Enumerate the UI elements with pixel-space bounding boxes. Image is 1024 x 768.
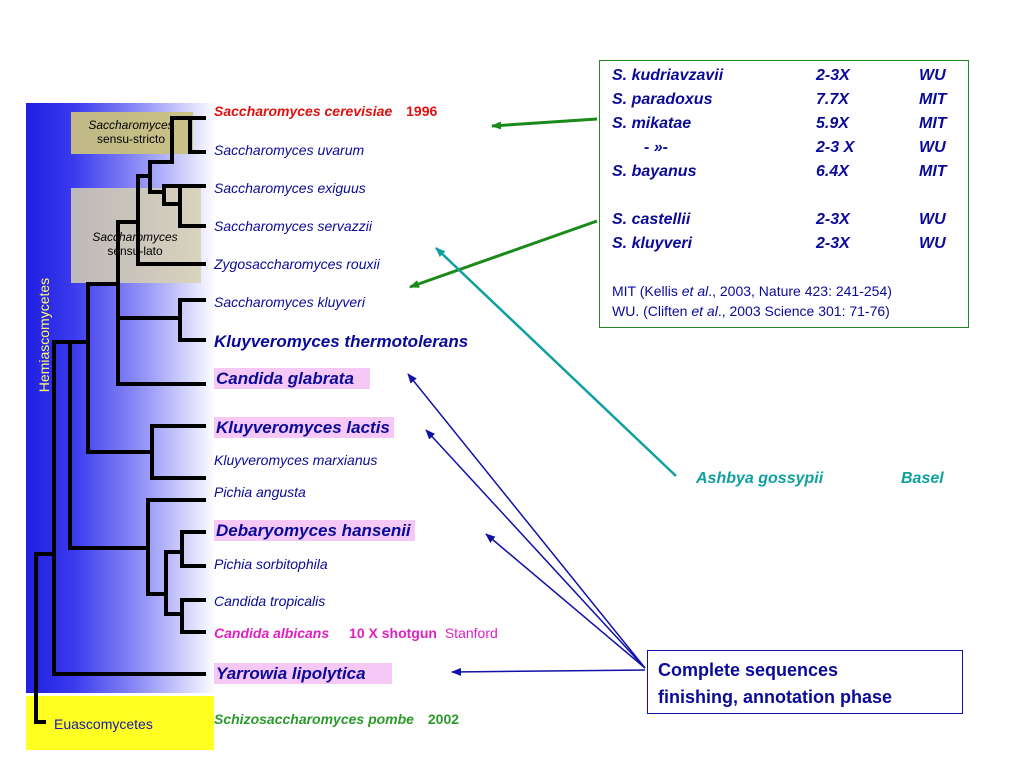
sensu-lato-label: Saccharomyces sensu-lato: [92, 230, 178, 258]
species-lactis: Kluyveromyces lactis: [214, 417, 394, 438]
albicans-shotgun-label: 10 X shotgun: [349, 625, 437, 641]
species-kluyveri: Saccharomyces kluyveri: [214, 294, 365, 310]
species-pombe-name: Schizosaccharomyces pombe: [214, 711, 414, 727]
euascomycetes-label: Euascomycetes: [54, 716, 153, 732]
complete-line-2: finishing, annotation phase: [658, 687, 892, 707]
complete-sequences-box: Complete sequences finishing, annotation…: [647, 650, 963, 714]
species-rouxii: Zygosaccharomyces rouxii: [214, 256, 380, 272]
euascomycetes-panel: [26, 696, 214, 750]
species-lactis-name: Kluyveromyces lactis: [214, 417, 394, 438]
species-tropicalis: Candida tropicalis: [214, 593, 326, 609]
species-cerevisiae-year: 1996: [406, 103, 438, 119]
species-servazzii: Saccharomyces servazzii: [214, 218, 372, 234]
sensu-stricto-label: Saccharomyces sensu-stricto: [88, 118, 174, 146]
species-pombe: Schizosaccharomyces pombe 2002: [214, 711, 459, 727]
species-uvarum: Saccharomyces uvarum: [214, 142, 365, 158]
albicans-center-label: Stanford: [444, 625, 498, 641]
species-glabrata: Candida glabrata: [214, 368, 370, 389]
reference-mit: MIT (Kellis et al., 2003, Nature 423: 24…: [612, 283, 892, 299]
species-albicans-name: Candida albicans: [214, 625, 330, 641]
species-thermotolerans: Kluyveromyces thermotolerans: [214, 332, 469, 351]
arrow-to-hansenii: [485, 533, 646, 669]
species-pombe-year: 2002: [427, 711, 460, 727]
arrow-to-lipolytica: [451, 667, 646, 676]
arrow-to-glabrata: [407, 373, 646, 669]
species-albicans: Candida albicans 10 X shotgun Stanford: [214, 625, 498, 641]
ashbya-label: Ashbya gossypii: [696, 470, 824, 487]
species-lipolytica-name: Yarrowia lipolytica: [214, 663, 392, 684]
arrow-to-lactis: [425, 429, 646, 669]
species-cerevisiae-name: Saccharomyces cerevisiae: [214, 103, 393, 119]
species-cerevisiae: Saccharomyces cerevisiae 1996: [214, 103, 437, 119]
basel-label: Basel: [901, 470, 944, 487]
species-sorbitophila: Pichia sorbitophila: [214, 556, 328, 572]
species-hansenii: Debaryomyces hansenii: [214, 520, 415, 541]
reference-wu: WU. (Cliften et al., 2003 Science 301: 7…: [612, 303, 890, 319]
species-marxianus: Kluyveromyces marxianus: [214, 452, 378, 468]
species-lipolytica: Yarrowia lipolytica: [214, 663, 392, 684]
complete-line-1: Complete sequences: [658, 660, 839, 680]
arrow-to-cerevisiae: [491, 117, 598, 130]
species-exiguus: Saccharomyces exiguus: [214, 180, 366, 196]
arrow-to-rouxii: [409, 219, 598, 289]
species-hansenii-name: Debaryomyces hansenii: [214, 520, 415, 541]
sequencing-table-box: S. kudriavzavii 2-3X WU S. paradoxus 7.7…: [599, 60, 969, 328]
species-angusta: Pichia angusta: [214, 484, 306, 500]
arrow-ashbya: [435, 247, 677, 477]
species-glabrata-name: Candida glabrata: [214, 368, 370, 389]
